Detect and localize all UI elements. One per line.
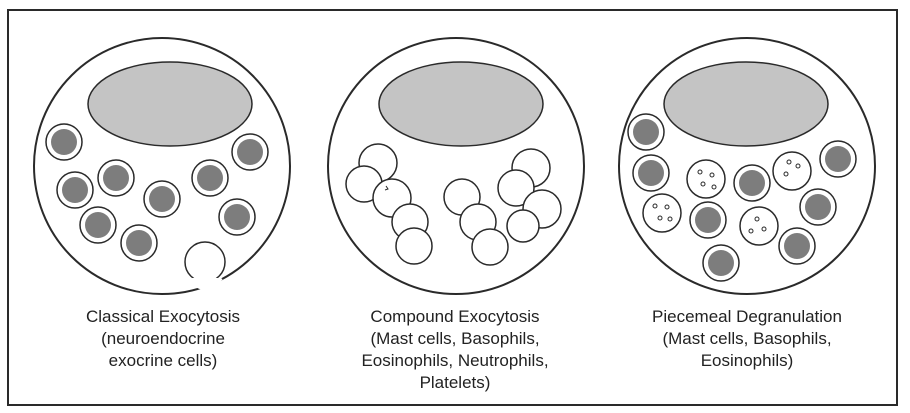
granule <box>633 155 669 191</box>
panel-title: Compound Exocytosis <box>370 307 539 326</box>
nucleus <box>379 62 543 146</box>
panel-subtitle-line: exocrine cells) <box>109 351 218 370</box>
granule <box>232 134 268 170</box>
granule <box>57 172 93 208</box>
caption-compound: Compound Exocytosis (Mast cells, Basophi… <box>361 307 548 392</box>
panel-subtitle-line: (Mast cells, Basophils, <box>370 329 539 348</box>
panel-compound <box>328 38 584 294</box>
panel-subtitle-line: Eosinophils) <box>701 351 794 370</box>
granule <box>734 165 770 201</box>
granule <box>144 181 180 217</box>
granule <box>121 225 157 261</box>
panel-subtitle-line: (neuroendocrine <box>101 329 225 348</box>
nucleus <box>664 62 828 146</box>
panel-classical <box>34 38 290 294</box>
emptying-granule <box>643 194 681 232</box>
granule <box>800 189 836 225</box>
granule <box>820 141 856 177</box>
granule <box>46 124 82 160</box>
granule <box>703 245 739 281</box>
emptying-granule <box>687 160 725 198</box>
panel-subtitle-line: Eosinophils, Neutrophils, <box>361 351 548 370</box>
fusing-granule <box>185 242 225 288</box>
granule <box>628 114 664 150</box>
emptying-granule <box>773 152 811 190</box>
nucleus <box>88 62 252 146</box>
granule <box>690 202 726 238</box>
granule <box>219 199 255 235</box>
panel-piecemeal <box>619 38 875 294</box>
granule <box>779 228 815 264</box>
panel-subtitle-line: Platelets) <box>420 373 491 392</box>
caption-classical: Classical Exocytosis (neuroendocrine exo… <box>86 307 240 370</box>
panel-subtitle-line: (Mast cells, Basophils, <box>662 329 831 348</box>
granule <box>98 160 134 196</box>
granule <box>192 160 228 196</box>
emptying-granule <box>740 207 778 245</box>
panel-title: Classical Exocytosis <box>86 307 240 326</box>
panel-title: Piecemeal Degranulation <box>652 307 842 326</box>
granule <box>80 207 116 243</box>
caption-piecemeal: Piecemeal Degranulation (Mast cells, Bas… <box>652 307 842 370</box>
